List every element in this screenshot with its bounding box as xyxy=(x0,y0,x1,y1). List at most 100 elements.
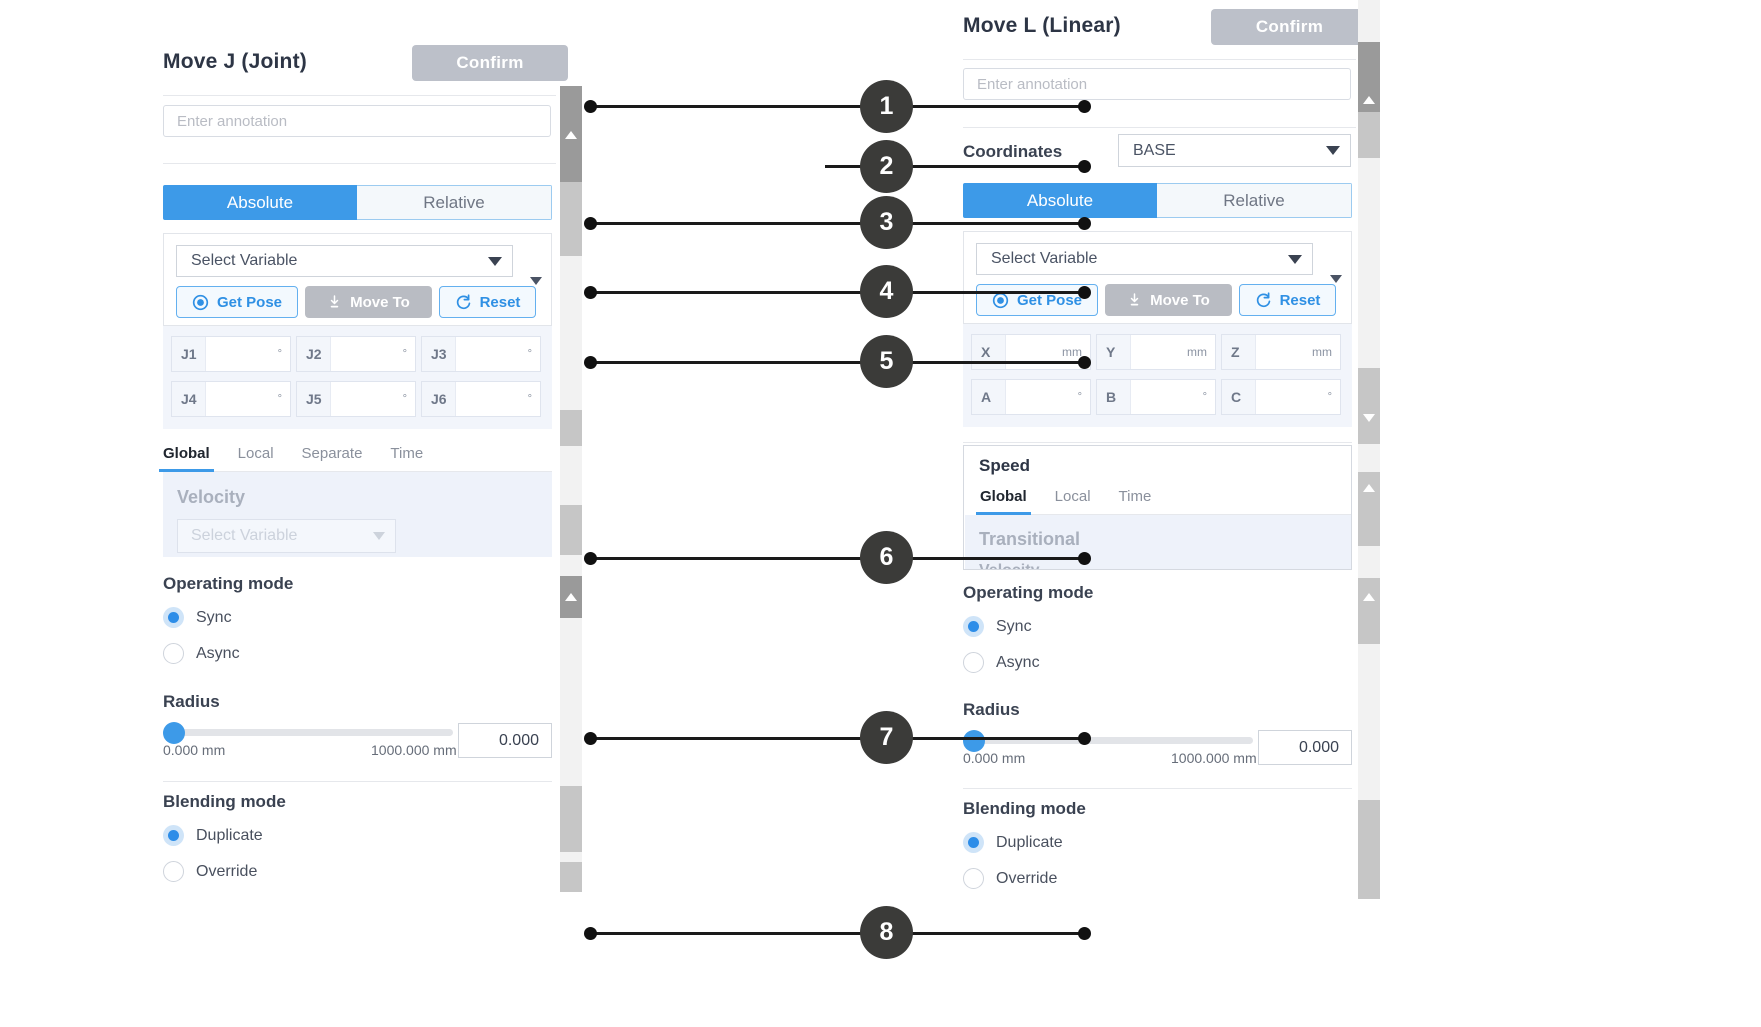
joint-value-j5[interactable] xyxy=(331,382,403,416)
scrollbar-thumb-left-b[interactable] xyxy=(560,182,582,256)
cartesian-field-a[interactable]: A ° xyxy=(971,379,1091,415)
annotation-input-left[interactable]: Enter annotation xyxy=(163,105,551,137)
radio-sync-left[interactable]: Sync xyxy=(163,607,232,628)
scrollbar-thumb-right-e[interactable] xyxy=(1358,578,1380,644)
scrollbar-down-arrow-left[interactable] xyxy=(560,590,582,604)
cartesian-value-y[interactable] xyxy=(1131,335,1187,369)
joint-field-j1[interactable]: J1 ° xyxy=(171,336,291,372)
tab-global-left[interactable]: Global xyxy=(159,445,214,472)
callout-dot-3-right xyxy=(1078,217,1091,230)
scrollbar-down-arrow-right[interactable] xyxy=(1358,411,1380,425)
radio-override-right[interactable]: Override xyxy=(963,868,1057,889)
slider-track[interactable] xyxy=(963,737,1253,744)
callout-dot-1-left xyxy=(584,100,597,113)
joint-field-j5[interactable]: J5 ° xyxy=(296,381,416,417)
mode-segmented-right[interactable]: Absolute Relative xyxy=(963,183,1352,218)
mode-segmented-left[interactable]: Absolute Relative xyxy=(163,185,552,220)
velocity-select-left[interactable]: Select Variable xyxy=(177,519,396,553)
cartesian-field-c[interactable]: C ° xyxy=(1221,379,1341,415)
radio-override-left[interactable]: Override xyxy=(163,861,257,882)
move-to-button-right[interactable]: Move To xyxy=(1105,284,1232,316)
expand-more-left[interactable] xyxy=(519,234,553,327)
radio-sync-right[interactable]: Sync xyxy=(963,616,1032,637)
scrollbar-thumb-right-a[interactable] xyxy=(1358,42,1380,112)
scrollbar-thumb-right-f[interactable] xyxy=(1358,800,1380,899)
get-pose-button-right[interactable]: Get Pose xyxy=(976,284,1098,316)
tab-relative-right[interactable]: Relative xyxy=(1157,183,1352,218)
radio-async-right[interactable]: Async xyxy=(963,652,1040,673)
joint-value-j3[interactable] xyxy=(456,337,528,371)
cartesian-value-c[interactable] xyxy=(1256,380,1328,414)
scrollbar-up-arrow-right[interactable] xyxy=(1358,93,1380,107)
tab-time-right[interactable]: Time xyxy=(1118,488,1152,505)
cartesian-fields-wrap: X mm Y mm Z mm A ° B ° xyxy=(963,324,1352,427)
reset-button-left[interactable]: Reset xyxy=(439,286,536,318)
slider-track[interactable] xyxy=(163,729,453,736)
scrollbar-up-arrow-right-3[interactable] xyxy=(1358,590,1380,604)
move-to-button-left[interactable]: Move To xyxy=(305,286,432,318)
cartesian-field-b[interactable]: B ° xyxy=(1096,379,1216,415)
speed-tabs-left[interactable]: Global Local Separate Time xyxy=(159,440,552,472)
joint-label-j2: J2 xyxy=(297,337,331,371)
radius-title-right: Radius xyxy=(963,700,1020,719)
speed-title-right: Speed xyxy=(979,456,1031,475)
scrollbar-track-right[interactable] xyxy=(1358,0,1380,899)
reset-label: Reset xyxy=(479,293,521,311)
radio-async-left[interactable]: Async xyxy=(163,643,240,664)
radius-slider-right[interactable] xyxy=(963,730,1253,752)
radius-slider-left[interactable] xyxy=(163,722,453,744)
scrollbar-thumb-left-d[interactable] xyxy=(560,505,582,555)
joint-label-j4: J4 xyxy=(172,382,206,416)
radius-value-input-left[interactable]: 0.000 xyxy=(458,723,552,758)
cartesian-value-b[interactable] xyxy=(1131,380,1203,414)
scrollbar-up-arrow-left[interactable] xyxy=(560,128,582,142)
radius-min-label-left: 0.000 mm xyxy=(163,742,226,758)
scrollbar-thumb-left-f[interactable] xyxy=(560,786,582,852)
tab-separate-left[interactable]: Separate xyxy=(301,445,363,462)
radio-duplicate-left[interactable]: Duplicate xyxy=(163,825,263,846)
joint-field-j2[interactable]: J2 ° xyxy=(296,336,416,372)
divider xyxy=(163,163,556,164)
cartesian-value-z[interactable] xyxy=(1256,335,1312,369)
joint-field-j3[interactable]: J3 ° xyxy=(421,336,541,372)
tab-relative-left[interactable]: Relative xyxy=(357,185,552,220)
scrollbar-up-arrow-right-2[interactable] xyxy=(1358,481,1380,495)
tab-time-left[interactable]: Time xyxy=(390,445,424,462)
slider-knob[interactable] xyxy=(963,730,985,752)
scrollbar-track-left[interactable] xyxy=(560,86,582,892)
scrollbar-thumb-left-g[interactable] xyxy=(560,862,582,892)
tab-local-right[interactable]: Local xyxy=(1054,488,1091,505)
joint-value-j6[interactable] xyxy=(456,382,528,416)
scrollbar-thumb-left-c[interactable] xyxy=(560,410,582,446)
joint-value-j1[interactable] xyxy=(206,337,278,371)
expand-more-right[interactable] xyxy=(1319,232,1353,325)
joint-value-j4[interactable] xyxy=(206,382,278,416)
joint-field-j6[interactable]: J6 ° xyxy=(421,381,541,417)
joint-field-j4[interactable]: J4 ° xyxy=(171,381,291,417)
confirm-button-left[interactable]: Confirm xyxy=(412,45,568,81)
speed-tabs-right[interactable]: Global Local Time xyxy=(976,484,1351,515)
coordinates-select[interactable]: BASE xyxy=(1118,134,1351,167)
radius-value-input-right[interactable]: 0.000 xyxy=(1258,730,1352,765)
cartesian-field-x[interactable]: X mm xyxy=(971,334,1091,370)
joint-label-j6: J6 xyxy=(422,382,456,416)
page-title-move-l: Move L (Linear) xyxy=(963,14,1121,37)
cartesian-field-y[interactable]: Y mm xyxy=(1096,334,1216,370)
radio-duplicate-right[interactable]: Duplicate xyxy=(963,832,1063,853)
reset-button-right[interactable]: Reset xyxy=(1239,284,1336,316)
tab-local-left[interactable]: Local xyxy=(237,445,274,462)
slider-knob[interactable] xyxy=(163,722,185,744)
variable-select-right[interactable]: Select Variable xyxy=(976,243,1313,275)
scrollbar-thumb-right-c[interactable] xyxy=(1358,368,1380,444)
scrollbar-thumb-right-b[interactable] xyxy=(1358,112,1380,158)
tab-absolute-right[interactable]: Absolute xyxy=(963,183,1157,218)
cartesian-field-z[interactable]: Z mm xyxy=(1221,334,1341,370)
confirm-button-right[interactable]: Confirm xyxy=(1211,9,1368,45)
variable-select-left[interactable]: Select Variable xyxy=(176,245,513,277)
tab-absolute-left[interactable]: Absolute xyxy=(163,185,357,220)
joint-value-j2[interactable] xyxy=(331,337,403,371)
tab-global-right[interactable]: Global xyxy=(976,488,1031,515)
cartesian-value-a[interactable] xyxy=(1006,380,1078,414)
get-pose-button-left[interactable]: Get Pose xyxy=(176,286,298,318)
annotation-input-right[interactable]: Enter annotation xyxy=(963,68,1351,100)
